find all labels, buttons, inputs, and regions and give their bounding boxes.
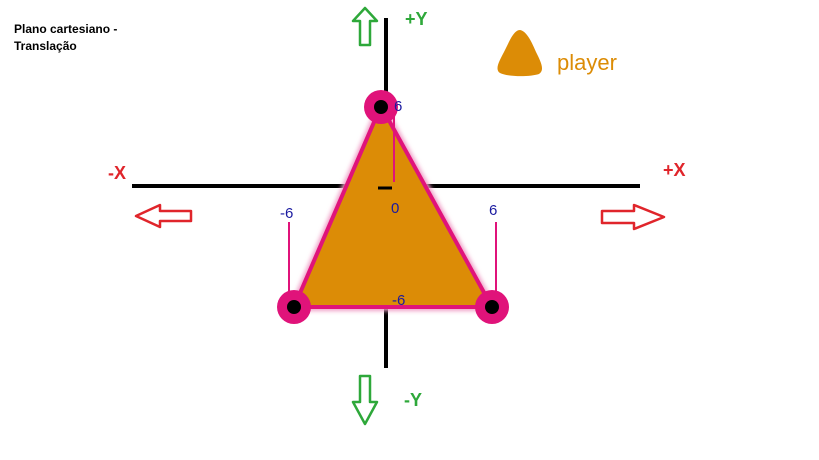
right-arrow-icon (600, 203, 666, 231)
vertex-top (364, 90, 398, 124)
label-y-positive: +Y (405, 9, 428, 29)
player-triangle-body (292, 104, 494, 309)
label-x-negative: -X (108, 163, 126, 183)
legend-label: player (557, 50, 617, 75)
tick-label-x-neg: -6 (280, 205, 293, 222)
title-line-1: Plano cartesiano - (14, 22, 118, 36)
tick-label-y-pos: 6 (394, 98, 402, 115)
tick-label-origin: 0 (391, 200, 399, 217)
vertex-bottom-right-dot (485, 300, 499, 314)
left-arrow-icon (134, 203, 193, 229)
player-legend-icon (497, 30, 543, 77)
legend: player (497, 30, 617, 77)
vertex-bottom-right (475, 290, 509, 324)
tick-label-y-neg: -6 (392, 292, 405, 309)
title-line-2: Translação (14, 39, 77, 53)
vertex-top-dot (374, 100, 388, 114)
player-triangle (287, 96, 499, 311)
vertex-bottom-left-dot (287, 300, 301, 314)
vertex-bottom-left (277, 290, 311, 324)
tick-label-x-pos: 6 (489, 202, 497, 219)
label-y-negative: -Y (404, 390, 422, 410)
label-x-positive: +X (663, 160, 686, 180)
up-arrow-icon (351, 6, 379, 47)
down-arrow-icon (351, 374, 379, 426)
